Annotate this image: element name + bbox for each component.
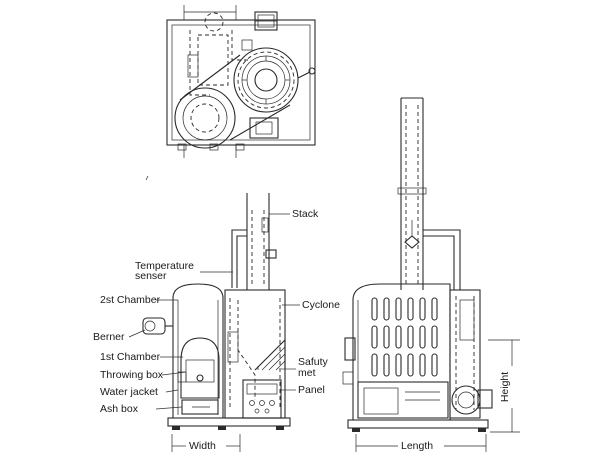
temperature-sensor-label-line1: Temperature [135, 260, 194, 272]
burner-label: Berner [93, 331, 125, 343]
ash-box-label: Ash box [100, 403, 138, 415]
front-elevation [142, 193, 291, 452]
height-dimension-label: Height [499, 371, 512, 403]
safety-mat-label-line2: met [298, 367, 316, 379]
side-elevation [342, 97, 520, 452]
cyclone-label: Cyclone [302, 299, 340, 311]
panel-label: Panel [298, 384, 325, 396]
top-plan-view [145, 5, 316, 181]
temperature-sensor-label-line2: senser [135, 270, 167, 282]
vent-slots [371, 297, 438, 377]
second-chamber-label: 2st Chamber [100, 294, 161, 306]
first-chamber-label: 1st Chamber [100, 351, 161, 363]
safety-mat-label-line1: Safuty [298, 356, 328, 368]
width-dimension-label: Width [189, 440, 216, 452]
leader-lines [128, 213, 300, 410]
throwing-box-label: Throwing box [100, 369, 164, 381]
stack-label: Stack [292, 208, 319, 220]
length-dimension-label: Length [401, 440, 434, 452]
water-jacket-label: Water jacket [100, 386, 158, 398]
